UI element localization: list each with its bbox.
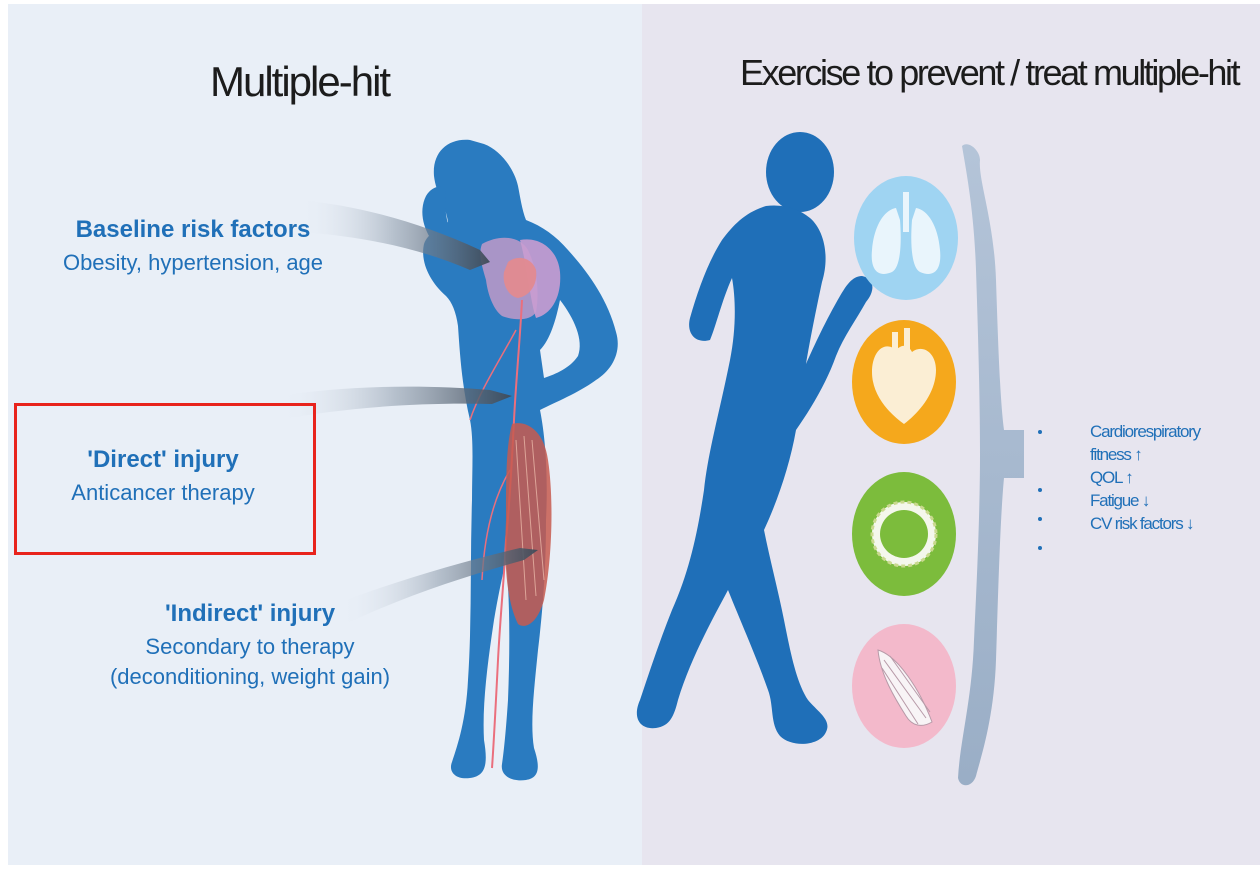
benefit-circles — [852, 176, 958, 748]
benefit-item: Fatigue ↓ — [1036, 489, 1258, 512]
right-title: Exercise to prevent / treat multiple-hit — [740, 52, 1238, 94]
blood-vessel-icon — [872, 502, 936, 566]
benefit-item: CV risk factors ↓ — [1036, 512, 1258, 535]
direct-injury-label: 'Direct' injury Anticancer therapy — [22, 446, 304, 506]
benefits-list: Cardiorespiratory fitness ↑ QOL ↑ Fatigu… — [1036, 420, 1258, 535]
benefit-text: Cardiorespiratory — [1090, 422, 1200, 441]
baseline-risk-label: Baseline risk factors Obesity, hypertens… — [20, 216, 366, 276]
benefit-text: Fatigue ↓ — [1090, 491, 1149, 510]
benefit-text: CV risk factors ↓ — [1090, 514, 1193, 533]
baseline-risk-text: Obesity, hypertension, age — [20, 250, 366, 276]
indirect-injury-detail: (deconditioning, weight gain) — [55, 664, 445, 690]
indirect-injury-label: 'Indirect' injury Secondary to therapy (… — [55, 600, 445, 690]
benefit-item: Cardiorespiratory fitness ↑ — [1036, 420, 1258, 466]
direct-injury-text: Anticancer therapy — [22, 480, 304, 506]
indirect-injury-heading: 'Indirect' injury — [55, 600, 445, 628]
benefit-bracket — [958, 144, 1024, 785]
benefit-text: fitness ↑ — [1090, 445, 1142, 464]
direct-injury-heading: 'Direct' injury — [22, 446, 304, 474]
baseline-risk-heading: Baseline risk factors — [20, 216, 366, 244]
benefit-text: QOL ↑ — [1090, 468, 1133, 487]
runner-figure — [637, 132, 873, 744]
woman-figure — [422, 140, 617, 781]
benefit-item: QOL ↑ — [1036, 466, 1258, 489]
indirect-injury-text: Secondary to therapy — [55, 634, 445, 660]
left-title: Multiple-hit — [210, 58, 389, 106]
